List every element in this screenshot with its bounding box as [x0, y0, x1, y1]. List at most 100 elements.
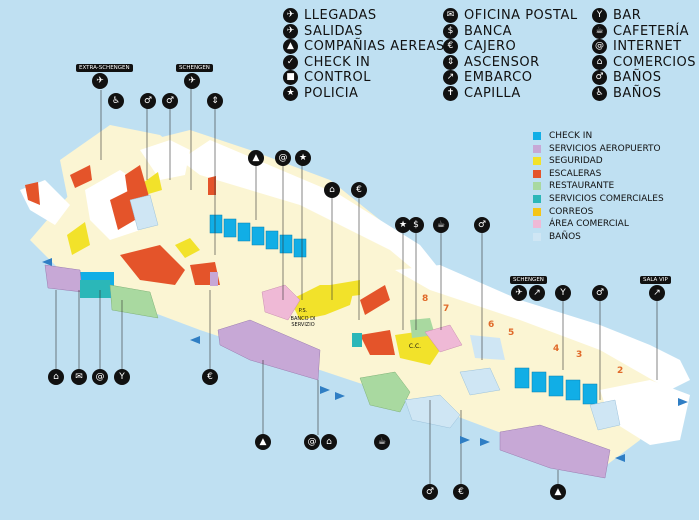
legend-item: ✝CAPILLA	[443, 85, 521, 101]
commercial-area-2	[424, 324, 463, 353]
services-small	[210, 272, 218, 286]
legend-label: POLICIA	[304, 85, 359, 101]
legend-item: ✈LLEGADAS	[283, 7, 377, 23]
legend-glyph-icon: ♂	[592, 70, 607, 85]
boarding-icon[interactable]: ↗	[529, 285, 545, 301]
bank-icon[interactable]: $	[408, 217, 424, 233]
legend-label: BAÑOS	[613, 85, 662, 101]
cafeteria-icon[interactable]: ☕	[433, 217, 449, 233]
airlines-icon[interactable]: ▲	[248, 150, 264, 166]
legend-item: ★POLICIA	[283, 85, 358, 101]
post-office-icon[interactable]: ✉	[71, 369, 87, 385]
legend-glyph-icon: ⇕	[443, 54, 458, 70]
color-swatch	[533, 144, 541, 153]
legend-label: BAÑOS	[613, 70, 662, 85]
legend-item: ▲COMPAÑIAS AEREAS	[283, 39, 445, 55]
legend-item: ↗EMBARCO	[443, 70, 532, 86]
color-key-item: SERVICIOS AEROPUERTO	[533, 143, 698, 155]
atm-icon[interactable]: €	[453, 484, 469, 500]
label-cc: C.C.	[408, 343, 422, 350]
gate-number: 6	[488, 320, 495, 330]
color-swatch	[533, 194, 541, 203]
toilets-3	[459, 367, 501, 396]
color-key-item: ESCALERAS	[533, 168, 698, 180]
color-key-label: CORREOS	[549, 206, 594, 217]
toilets-2	[404, 394, 461, 429]
color-key-item: SERVICIOS COMERCIALES	[533, 193, 698, 205]
color-key-label: BAÑOS	[549, 231, 581, 242]
color-swatch	[533, 132, 541, 140]
color-key-label: RESTAURANTE	[549, 181, 615, 192]
legend-label: CAFETERÍA	[613, 23, 690, 39]
color-key-label: CHECK IN	[549, 131, 593, 141]
police-icon[interactable]: ★	[295, 150, 311, 166]
legend-label: ASCENSOR	[464, 54, 540, 70]
entrance-arrows	[42, 258, 688, 462]
police-icon[interactable]: ★	[395, 217, 411, 233]
legend-item: ■CONTROL	[283, 70, 371, 86]
toilets-icon[interactable]: ♂	[162, 93, 178, 109]
color-key-label: ESCALERAS	[549, 168, 602, 179]
airlines-icon[interactable]: ▲	[550, 484, 566, 500]
wall-top-1	[180, 140, 440, 275]
sign-schengen-1: SCHENGEN	[176, 64, 213, 72]
boarding-icon[interactable]: ↗	[649, 285, 665, 301]
legend-label: CONTROL	[304, 70, 371, 85]
departures-icon[interactable]: ✈	[511, 285, 527, 301]
toilets-icon[interactable]: ♂	[592, 285, 608, 301]
legend-label: CAJERO	[464, 39, 517, 54]
legend-label: SALIDAS	[304, 23, 363, 39]
legend-item: € CAJERO	[443, 39, 516, 55]
atm-icon[interactable]: €	[202, 369, 218, 385]
internet-icon[interactable]: @	[275, 150, 291, 166]
accessible-toilet-icon[interactable]: ♿	[108, 93, 124, 109]
legend-icons: ✈LLEGADAS✈SALIDAS▲COMPAÑIAS AEREAS✓CHECK…	[0, 0, 699, 110]
gate-number: 2	[617, 366, 624, 376]
wall-top-2	[395, 265, 690, 390]
color-key-label: SEGURIDAD	[549, 156, 603, 167]
legend-item: ✓CHECK IN	[283, 54, 370, 70]
legend-glyph-icon: ↗	[443, 70, 458, 85]
color-key-label: SERVICIOS AEROPUERTO	[549, 143, 661, 154]
color-key-label: SERVICIOS COMERCIALES	[549, 193, 664, 204]
gate-number: 7	[443, 304, 450, 314]
commercial-area-1	[261, 284, 301, 321]
arrivals-icon[interactable]: ✈	[92, 73, 108, 89]
shops-icon[interactable]: ⌂	[48, 369, 64, 385]
gate-number: 8	[422, 294, 429, 304]
color-key-item: ÁREA COMERCIAL	[533, 218, 698, 230]
legend-label: CAPILLA	[464, 85, 521, 101]
legend-item: @ INTERNET	[592, 39, 682, 55]
restaurant-south	[359, 371, 411, 413]
legend-label: BAR	[613, 7, 642, 23]
bar-icon[interactable]: Y	[555, 285, 571, 301]
legend-item: ✈ SALIDAS	[283, 23, 363, 39]
legend-glyph-icon: $	[443, 23, 458, 39]
legend-glyph-icon: €	[443, 39, 458, 54]
legend-item: ☕CAFETERÍA	[592, 23, 689, 39]
atm-icon[interactable]: €	[351, 182, 367, 198]
departures-icon[interactable]: ✈	[184, 73, 200, 89]
toilets-icon[interactable]: ♂	[474, 217, 490, 233]
color-key-item: BAÑOS	[533, 231, 698, 243]
legend-glyph-icon: @	[592, 39, 607, 54]
legend-item: ⌂COMERCIOS	[592, 54, 696, 70]
shops-icon[interactable]: ⌂	[321, 434, 337, 450]
toilets-icon[interactable]: ♂	[422, 484, 438, 500]
services-south-2	[499, 424, 611, 479]
internet-icon[interactable]: @	[92, 369, 108, 385]
cafeteria-icon[interactable]: ☕	[374, 434, 390, 450]
bar-icon[interactable]: Y	[114, 369, 130, 385]
airlines-icon[interactable]: ▲	[255, 434, 271, 450]
internet-icon[interactable]: @	[304, 434, 320, 450]
legend-label: INTERNET	[613, 39, 682, 54]
shops-icon[interactable]: ⌂	[324, 182, 340, 198]
legend-glyph-icon: ✈	[283, 23, 298, 39]
legend-glyph-icon: ⌂	[592, 54, 607, 70]
legend-glyph-icon: ▲	[283, 39, 298, 54]
commercial-services-1	[80, 280, 110, 298]
toilets-icon[interactable]: ♂	[140, 93, 156, 109]
elevator-icon[interactable]: ⇕	[207, 93, 223, 109]
color-swatch	[533, 182, 541, 191]
